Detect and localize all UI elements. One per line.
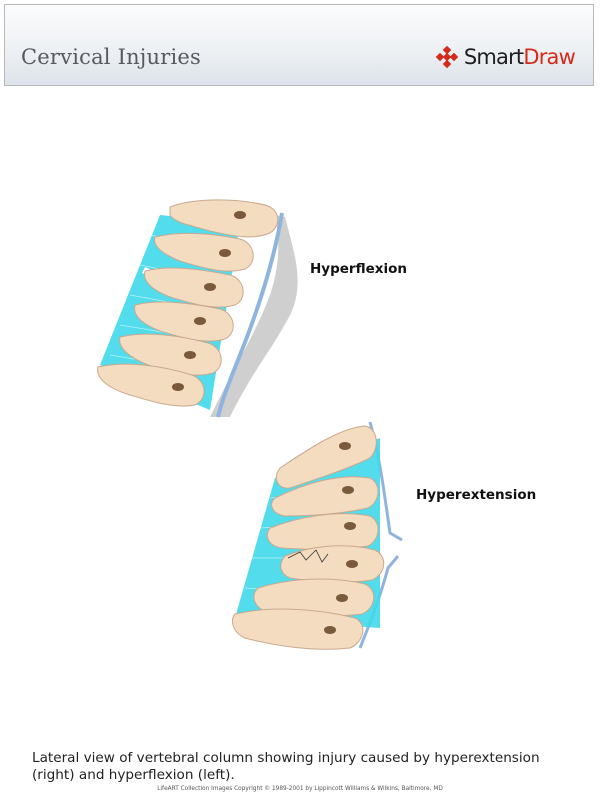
vertebra-1 (275, 425, 377, 489)
fracture-cracks (287, 549, 329, 563)
logo-text-draw: Draw (523, 45, 575, 69)
vertebra-4 (134, 301, 234, 342)
vertebra-2 (154, 232, 254, 272)
vertebra-5 (119, 333, 222, 376)
hyperflexion-label: Hyperflexion (310, 261, 407, 277)
vertebra-5 (253, 578, 375, 617)
soft-tissue-shadow (210, 215, 298, 417)
copyright-notice: LifeART Collection Images Copyright © 19… (157, 786, 443, 792)
vertebra-2 (271, 476, 379, 517)
vertebra-1 (169, 199, 279, 238)
vertebra-6 (232, 608, 364, 650)
hyperextension-spine-illustration (232, 421, 403, 650)
hyperextension-label: Hyperextension (416, 487, 537, 503)
vertebra-6 (97, 363, 205, 407)
hyperflexion-spine-illustration (97, 199, 298, 418)
figure-caption: Lateral view of vertebral column showing… (32, 750, 540, 783)
logo-text-smart: Smart (463, 45, 524, 69)
smartdraw-diamond-icon (435, 46, 458, 68)
page-title: Cervical Injuries (21, 45, 202, 69)
vertebra-3 (144, 267, 244, 308)
vertebra-4-fractured (280, 545, 385, 583)
posterior-ligament (216, 212, 284, 418)
